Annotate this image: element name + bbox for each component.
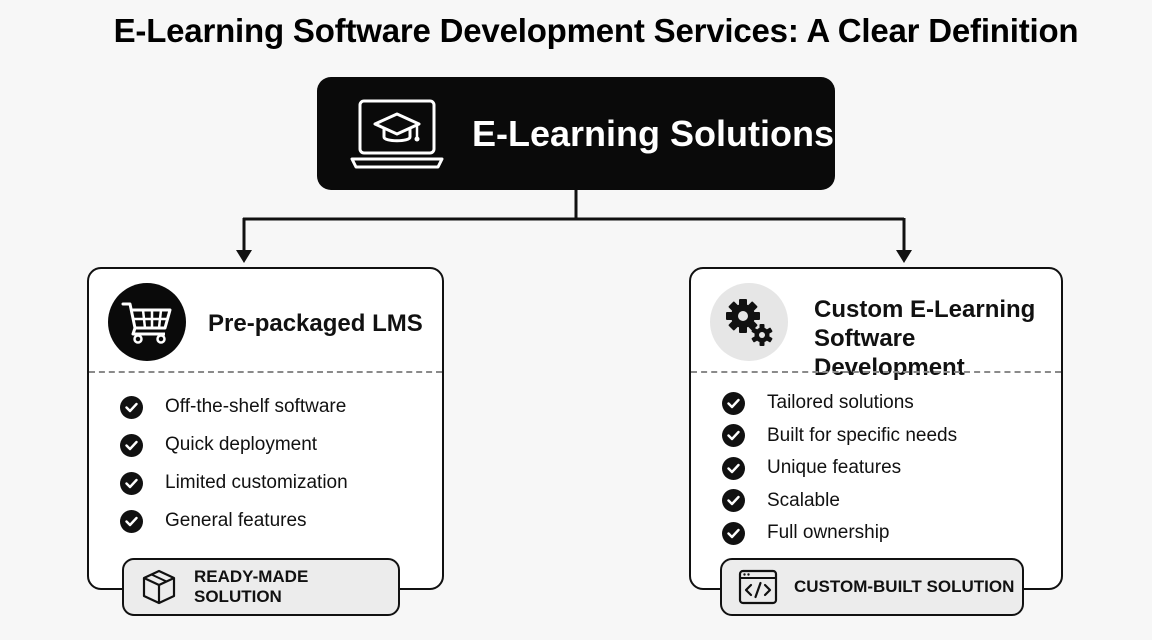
check-icon xyxy=(722,489,745,513)
custom-development-card: Custom E-Learning Software Development T… xyxy=(689,267,1063,590)
ready-made-badge: READY-MADE SOLUTION xyxy=(122,558,400,616)
custom-built-badge: CUSTOM-BUILT SOLUTION xyxy=(720,558,1024,616)
card-header: Custom E-Learning Software Development xyxy=(691,269,1061,381)
badge-label: CUSTOM-BUILT SOLUTION xyxy=(794,577,1015,596)
gears-icon xyxy=(726,299,773,346)
card-title: Pre-packaged LMS xyxy=(208,310,423,337)
list-item: Limited customization xyxy=(120,464,348,502)
check-icon xyxy=(722,456,745,480)
root-label: E-Learning Solutions xyxy=(472,112,835,154)
list-item: Tailored solutions xyxy=(722,387,957,420)
card-title: Custom E-Learning Software Development xyxy=(814,296,1036,381)
feature-list: Tailored solutions Built for specific ne… xyxy=(722,387,957,550)
pre-packaged-lms-card: Pre-packaged LMS Off-the-shelf software … xyxy=(87,267,444,590)
arrow-left-icon xyxy=(236,250,252,263)
list-item: Scalable xyxy=(722,485,957,518)
list-item: General features xyxy=(120,502,348,540)
root-node: E-Learning Solutions xyxy=(317,77,835,190)
card-header: Pre-packaged LMS xyxy=(89,269,442,373)
dashed-divider xyxy=(89,371,442,373)
badge-label: READY-MADE SOLUTION xyxy=(194,567,309,606)
check-icon xyxy=(120,395,143,419)
check-icon xyxy=(120,471,143,495)
list-item: Quick deployment xyxy=(120,426,348,464)
check-icon xyxy=(722,391,745,415)
list-item: Off-the-shelf software xyxy=(120,388,348,426)
page-title: E-Learning Software Development Services… xyxy=(113,12,1079,49)
list-item: Built for specific needs xyxy=(722,420,957,453)
cart-circle xyxy=(108,283,186,361)
box-icon xyxy=(142,569,176,605)
gears-circle xyxy=(710,283,788,361)
code-window-icon xyxy=(738,569,778,605)
list-item: Full ownership xyxy=(722,517,957,550)
shopping-cart-icon xyxy=(121,302,172,344)
dashed-divider xyxy=(691,371,1061,373)
check-icon xyxy=(722,521,745,545)
list-item: Unique features xyxy=(722,452,957,485)
arrow-right-icon xyxy=(896,250,912,263)
check-icon xyxy=(120,509,143,533)
laptop-graduation-cap-icon xyxy=(350,99,444,169)
check-icon xyxy=(722,424,745,448)
check-icon xyxy=(120,433,143,457)
feature-list: Off-the-shelf software Quick deployment … xyxy=(120,388,348,540)
